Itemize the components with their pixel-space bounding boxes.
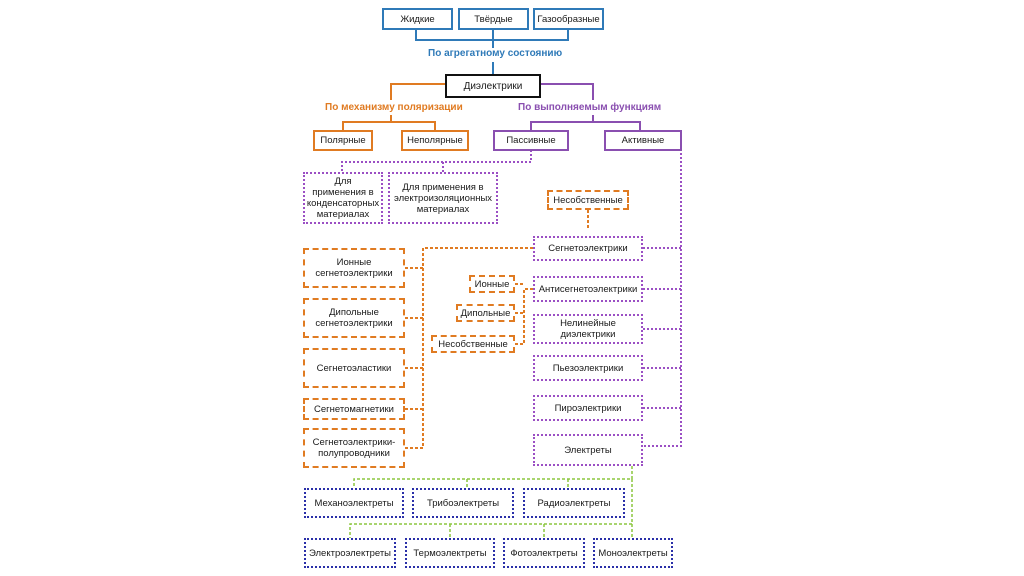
node-mechanoelectrets: Механоэлектреты	[304, 488, 404, 518]
caption-functions: По выполняемым функциям	[518, 102, 662, 113]
node-capacitor-materials: Для применения в конденсаторных материал…	[303, 172, 383, 224]
node-radioelectrets: Радиоэлектреты	[523, 488, 625, 518]
node-solid: Твёрдые	[458, 8, 529, 30]
node-ferroelectrics: Сегнетоэлектрики	[533, 236, 643, 261]
node-liquid: Жидкие	[382, 8, 453, 30]
node-polar: Полярные	[313, 130, 373, 151]
node-ferromagnetics: Сегнетомагнетики	[303, 398, 405, 420]
node-antiferroelectrics: Антисегнетоэлектрики	[533, 276, 643, 302]
node-nonintrinsic-top: Несобственные	[547, 190, 629, 210]
node-active: Активные	[604, 130, 682, 151]
node-monoelectrets: Моноэлектреты	[593, 538, 673, 568]
node-pyroelectrics: Пироэлектрики	[533, 395, 643, 421]
caption-aggregate-state: По агрегатному состоянию	[428, 48, 563, 59]
node-piezoelectrics: Пьезоэлектрики	[533, 355, 643, 381]
node-antiferro-nonintrinsic: Несобственные	[431, 335, 515, 353]
node-electroelectrets: Электроэлектреты	[304, 538, 396, 568]
node-nonpolar: Неполярные	[401, 130, 469, 151]
node-ferro-semiconductors: Сегнетоэлектрики-полупроводники	[303, 428, 405, 468]
node-ionic-ferroelectrics: Ионные сегнетоэлектрики	[303, 248, 405, 288]
node-dipole-ferroelectrics: Дипольные сегнетоэлектрики	[303, 298, 405, 338]
node-electrets: Электреты	[533, 434, 643, 466]
node-antiferro-dipole: Дипольные	[456, 304, 515, 322]
node-ferroelastics: Сегнетоэластики	[303, 348, 405, 388]
caption-polarization: По механизму поляризации	[325, 102, 463, 113]
node-triboelectrets: Трибоэлектреты	[412, 488, 514, 518]
node-thermoelectrets: Термоэлектреты	[405, 538, 495, 568]
node-dielectrics-root: Диэлектрики	[445, 74, 541, 98]
node-insulation-materials: Для применения в электроизоляционных мат…	[388, 172, 498, 224]
node-nonlinear-dielectrics: Нелинейные диэлектрики	[533, 314, 643, 344]
node-photoelectrets: Фотоэлектреты	[503, 538, 585, 568]
node-gaseous: Газообразные	[533, 8, 604, 30]
node-passive: Пассивные	[493, 130, 569, 151]
node-antiferro-ionic: Ионные	[469, 275, 515, 293]
